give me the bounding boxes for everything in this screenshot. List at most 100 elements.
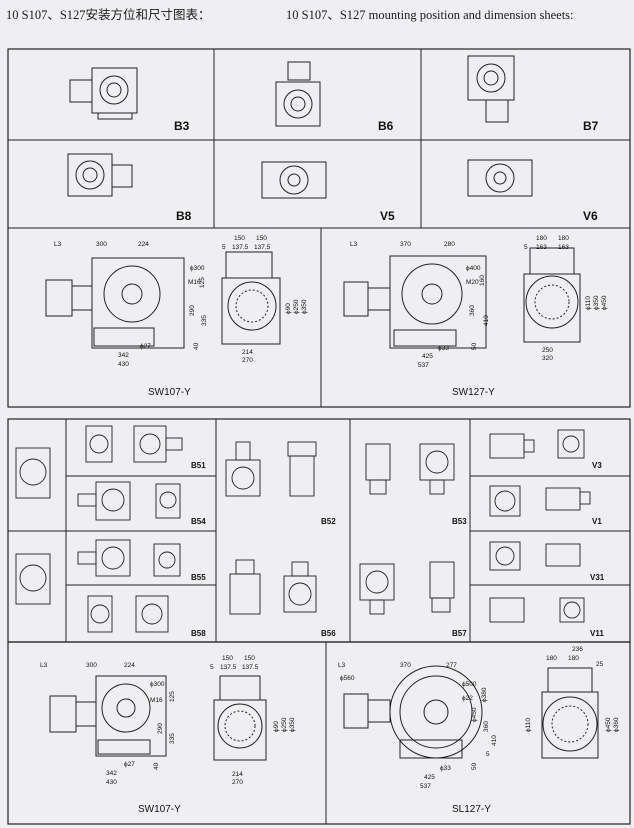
sw107t-phi250: ϕ250 [293,299,300,314]
sw107b-270: 270 [232,779,243,786]
sw107t-125: 125 [199,277,206,288]
sw127t-360: 360 [469,305,476,316]
sw127t-425: 425 [422,353,433,360]
sl127b-phi22: ϕ22 [462,695,473,702]
sl127b-25: 25 [596,661,604,668]
label-v1: V1 [592,517,602,526]
sw127t-m20: M20 [466,279,479,286]
sw107b-430: 430 [106,779,117,786]
label-b56: B56 [321,629,336,638]
sw107b-150a: 150 [222,655,233,662]
label-b54: B54 [191,517,206,526]
sw107t-5: 5 [222,244,226,251]
sw107b-phi90: ϕ90 [273,721,280,732]
caption-sl127-bottom: SL127-Y [452,804,491,815]
gearbox-b6-icon [275,61,321,127]
sw107b-1375a: 137.5 [220,664,237,671]
label-b58: B58 [191,629,206,638]
sl127b-180a: 180 [546,655,557,662]
sl127b-phi33: ϕ33 [440,765,451,772]
label-b8: B8 [176,209,192,223]
sl127b-phi110: ϕ110 [525,718,532,732]
sw107t-m16: M16 [188,279,201,286]
sw107t-300: 300 [96,241,107,248]
sl127b-phi450: ϕ450 [605,717,612,732]
sl127b-phi450: ϕ450 [471,707,478,722]
sw107b-5: 5 [210,664,214,671]
label-b52: B52 [321,517,336,526]
sw127t-537: 537 [418,362,429,369]
sw107t-phi90: ϕ90 [285,303,292,314]
label-b6: B6 [378,119,394,133]
sl127b-236: 236 [572,646,583,653]
sw127t-180a: 180 [536,235,547,242]
label-b7: B7 [583,119,599,133]
sw127t-l3: L3 [350,241,358,248]
sw107t-290: 290 [189,305,196,316]
sw107t-phi27: ϕ27 [140,343,151,350]
label-b3: B3 [174,119,190,133]
sw127t-370: 370 [400,241,411,248]
sw107b-1375b: 137.5 [242,664,259,671]
sw107b-214: 214 [232,771,243,778]
gearbox-v6-icon [467,159,533,197]
label-v6: V6 [583,209,598,223]
sw107t-430: 430 [118,361,129,368]
sw107t-224: 224 [138,241,149,248]
sw127t-163a: 163 [536,244,547,251]
sw107t-335: 335 [201,315,208,326]
sw107b-phi300: ϕ300 [150,681,165,688]
sw107t-214: 214 [242,349,253,356]
sw107t-150a: 150 [234,235,245,242]
header-right: 10 S107、S127 mounting position and dimen… [286,8,574,22]
sw107t-150b: 150 [256,235,267,242]
sw127t-160: 160 [479,275,486,286]
sw127t-180b: 180 [558,235,569,242]
sw107b-phi27: ϕ27 [124,761,135,768]
sw107b-m16: M16 [150,697,163,704]
label-v11: V11 [590,629,604,638]
caption-sw127-top: SW127-Y [452,387,495,398]
sw127-top-drawing [343,247,581,349]
sw127t-163b: 163 [558,244,569,251]
sw107t-phi350: ϕ350 [301,299,308,314]
sw107b-phi350: ϕ350 [289,717,296,732]
sw107b-l3: L3 [40,662,48,669]
sw107t-40: 40 [193,342,200,350]
sl127b-phi500: ϕ500 [462,681,477,688]
sl127b-277: 277 [446,662,457,669]
label-b55: B55 [191,573,206,582]
sw127t-phi350: ϕ350 [593,295,600,310]
sw127t-250: 250 [542,347,553,354]
sl127b-360: 360 [483,721,490,732]
label-v5: V5 [380,209,395,223]
sw107b-290: 290 [157,723,164,734]
sw127t-320: 320 [542,355,553,362]
sw107b-335: 335 [169,733,176,744]
sw127t-phi450: ϕ450 [601,295,608,310]
label-b53: B53 [452,517,467,526]
sw107b-125: 125 [169,691,176,702]
sl127b-537: 537 [420,783,431,790]
label-b57: B57 [452,629,467,638]
sw107-bottom-drawing [49,675,267,761]
gearbox-b7-icon [467,55,515,123]
sw107b-342: 342 [106,770,117,777]
sl127b-180b: 180 [568,655,579,662]
label-v3: V3 [592,461,602,470]
sl127b-370: 370 [400,662,411,669]
sl127b-phi380: ϕ380 [481,687,488,702]
sl127b-50: 50 [471,762,478,770]
sl127-bottom-drawing [343,665,599,759]
sw127t-phi33: ϕ33 [438,345,449,352]
sw127t-5: 5 [524,244,528,251]
sw107t-l3: L3 [54,241,62,248]
sw107t-1375a: 137.5 [232,244,249,251]
sl127b-phi560: ϕ560 [340,675,355,682]
sl127b-phi360: ϕ360 [613,717,620,732]
sl127b-425: 425 [424,774,435,781]
gearbox-b3-icon [69,67,138,120]
sw107t-phi300: ϕ300 [190,265,205,272]
sw127t-phi110: ϕ110 [585,296,592,310]
